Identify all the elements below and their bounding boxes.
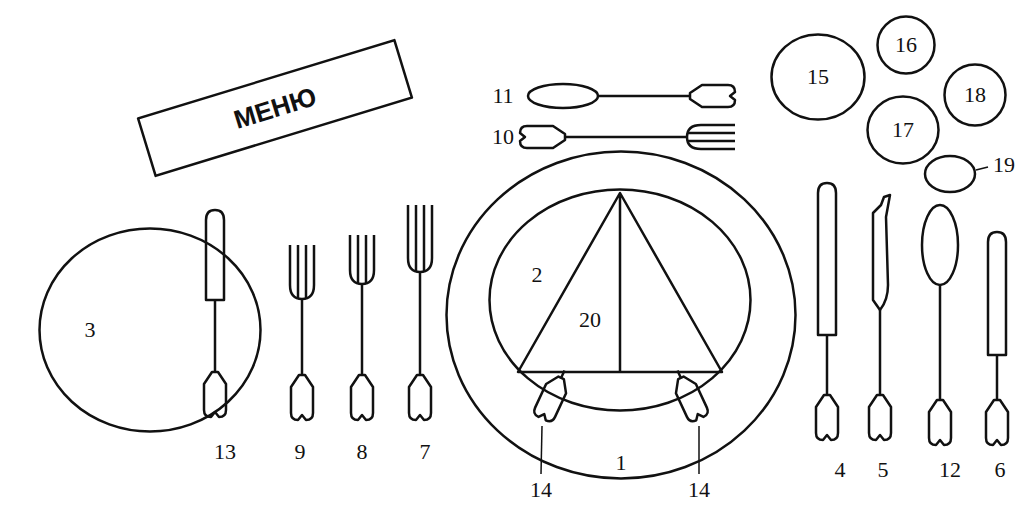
napkin: 20 <box>518 193 722 372</box>
leader-line <box>698 426 700 474</box>
callout-number: 10 <box>492 126 514 148</box>
callout-number: 15 <box>807 66 829 88</box>
callout-number: 20 <box>579 309 601 331</box>
callout-number: 2 <box>532 264 543 286</box>
callout-number: 3 <box>85 319 96 341</box>
callout-number: 1 <box>616 452 627 474</box>
dinner-plate: 2 20 <box>488 188 752 412</box>
glass: 18 <box>943 63 1007 127</box>
glass: 15 <box>770 33 866 121</box>
callout-number: 14 <box>688 479 710 501</box>
callout-number: 6 <box>995 459 1006 481</box>
callout-number: 8 <box>357 441 368 463</box>
callout-number: 11 <box>492 85 513 107</box>
callout-number: 18 <box>964 84 986 106</box>
napkin-outline <box>518 193 722 372</box>
callout-number: 4 <box>835 459 846 481</box>
callout-number: 19 <box>993 154 1015 176</box>
leader-line <box>541 426 542 474</box>
bread-plate: 3 <box>38 227 262 433</box>
glass <box>925 156 975 192</box>
callout-number: 17 <box>892 119 914 141</box>
menu-title: МЕНЮ <box>231 83 319 133</box>
glass: 16 <box>876 15 936 75</box>
menu-card: МЕНЮ <box>137 39 413 177</box>
charger-plate: 1 2 20 <box>445 150 797 480</box>
callout-number: 12 <box>939 459 961 481</box>
cutlery <box>204 84 1008 445</box>
callout-number: 14 <box>530 479 552 501</box>
callout-number: 5 <box>878 459 889 481</box>
leader-line <box>976 167 988 170</box>
callout-number: 16 <box>895 34 917 56</box>
glass: 17 <box>866 95 940 165</box>
callout-number: 13 <box>214 441 236 463</box>
callout-number: 9 <box>295 441 306 463</box>
callout-number: 7 <box>420 441 431 463</box>
bread-plate-outline <box>38 227 262 433</box>
